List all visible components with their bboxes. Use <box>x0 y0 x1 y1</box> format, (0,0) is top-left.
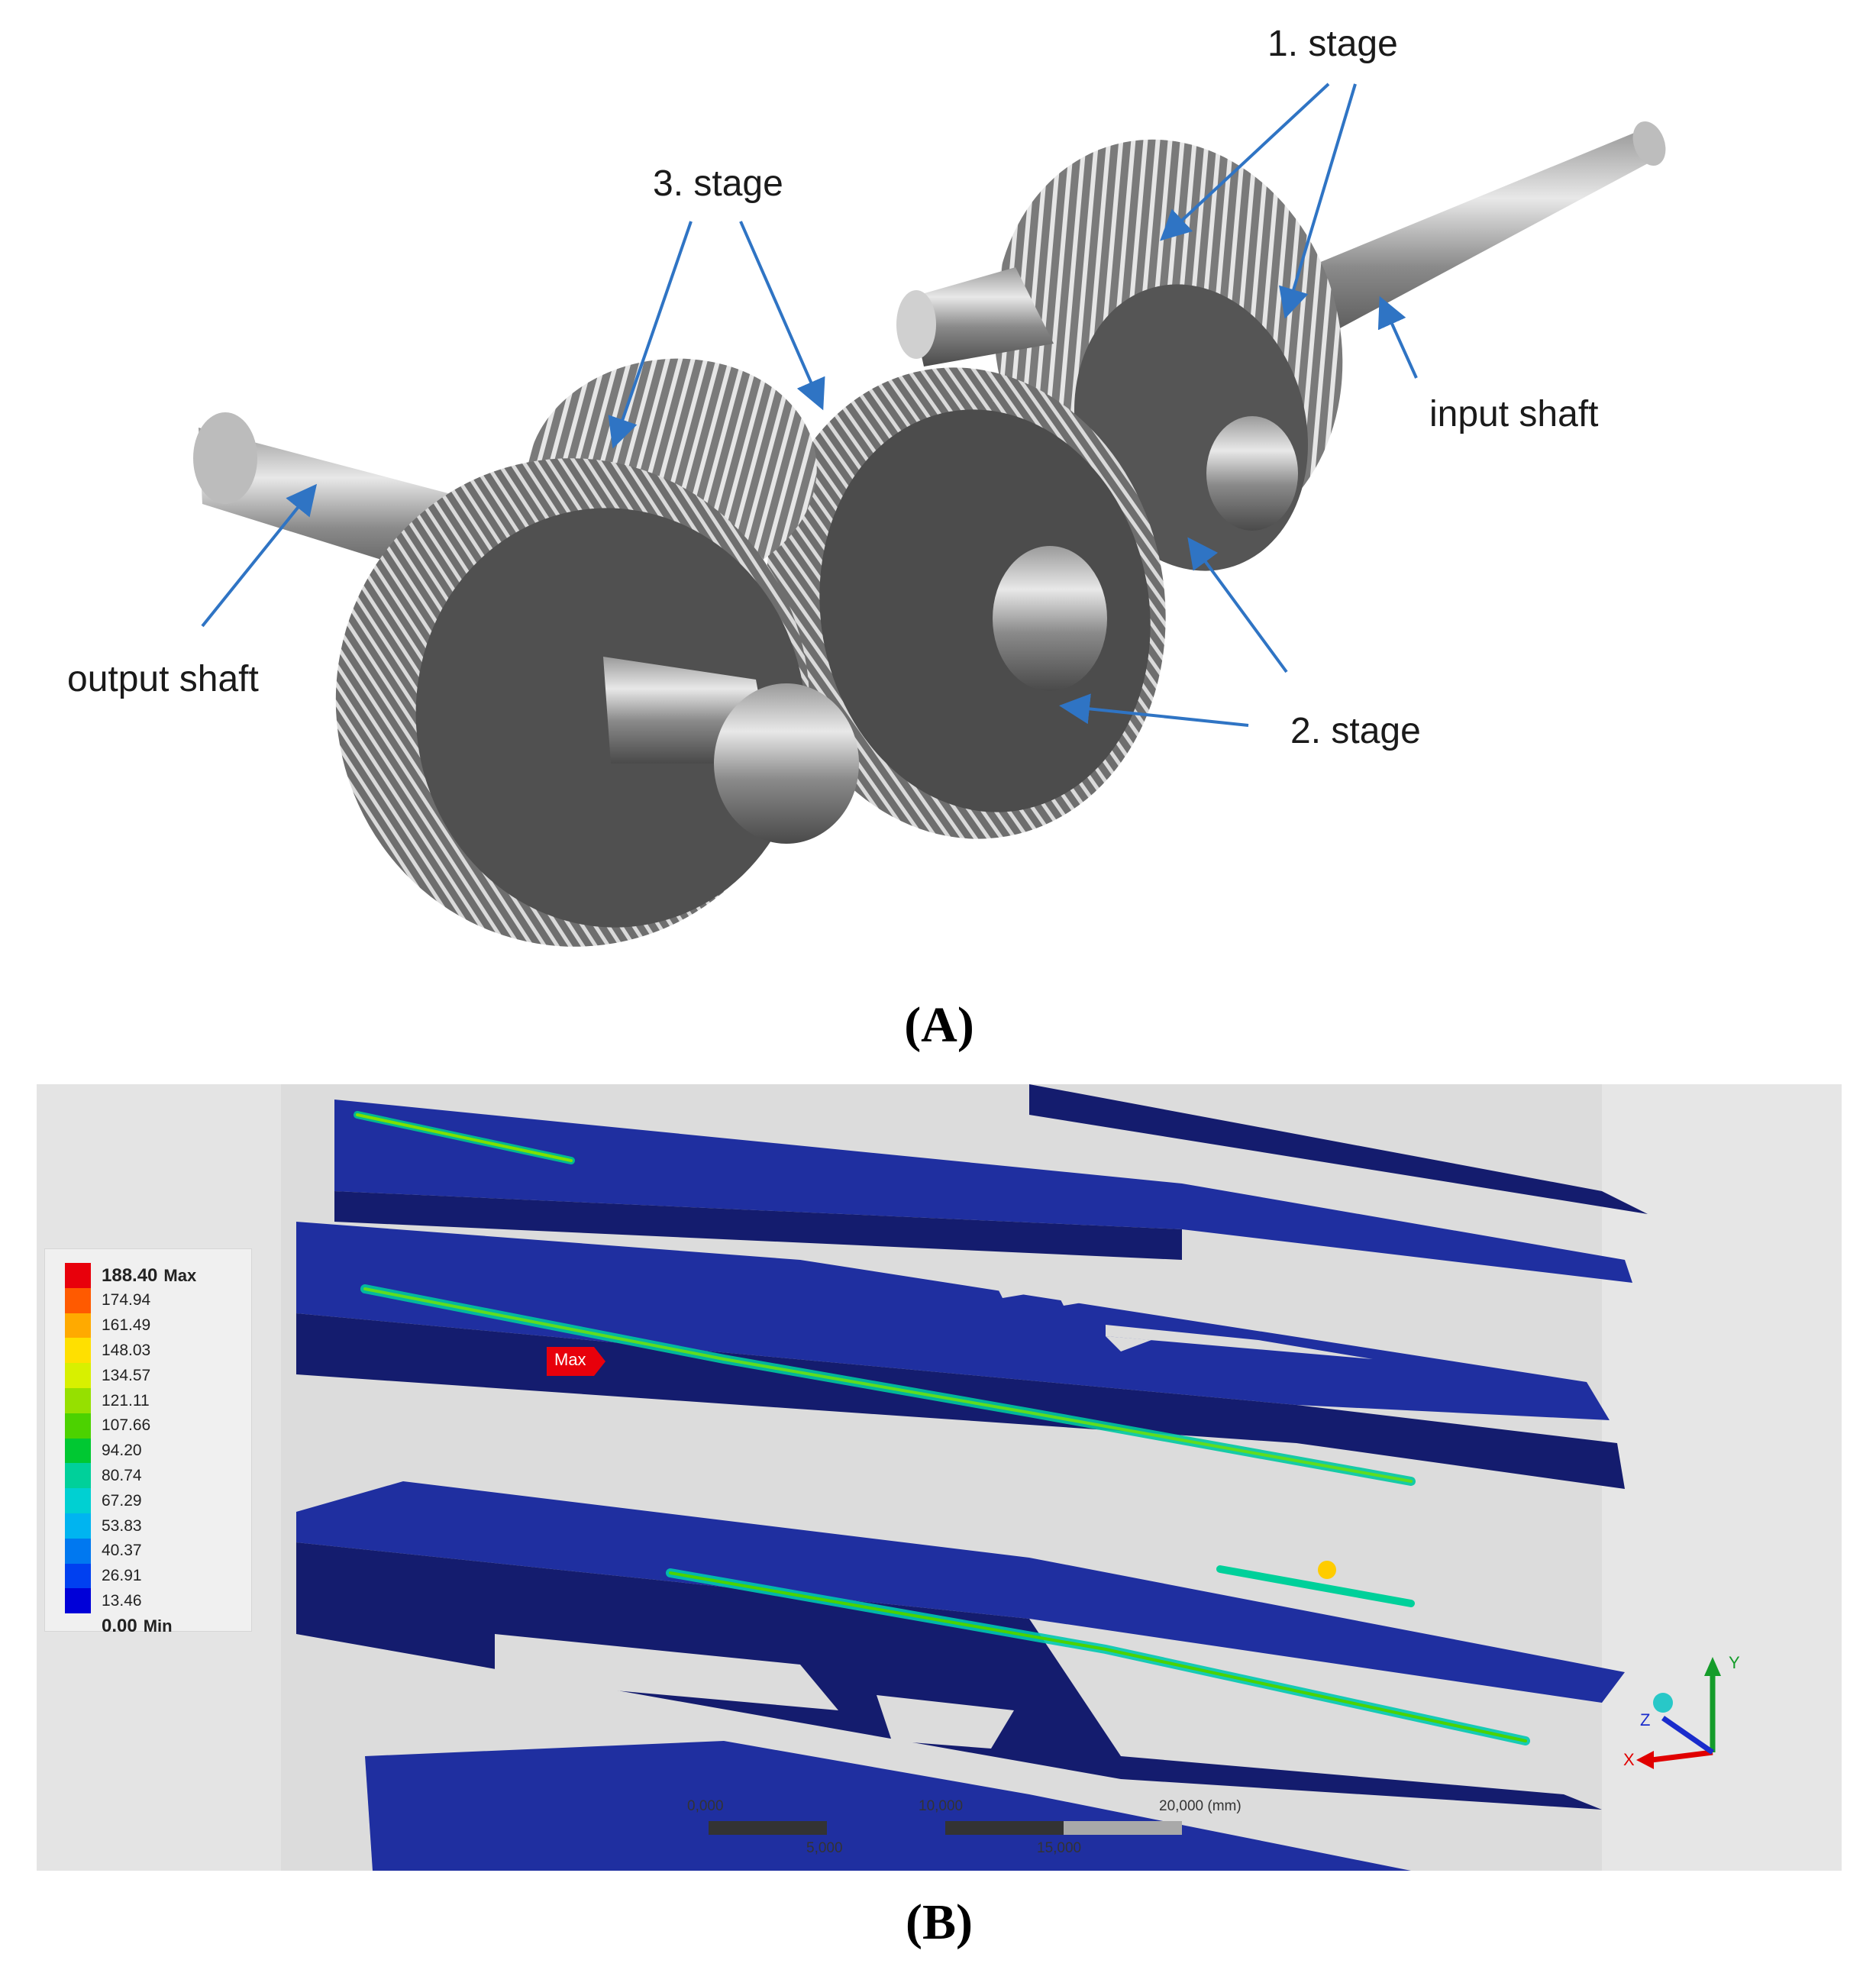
scale-label-10000: 10,000 <box>919 1798 964 1814</box>
legend-swatch <box>65 1338 91 1364</box>
legend-row: 80.74 <box>65 1463 142 1489</box>
legend-row: 40.37 <box>65 1538 142 1564</box>
arrow-input-shaft <box>1377 295 1418 379</box>
legend-value: 107.66 <box>102 1416 151 1435</box>
label-stage2: 2. stage <box>1290 711 1421 751</box>
arrow-stage2-b <box>1059 693 1249 727</box>
legend-swatch <box>65 1613 91 1639</box>
max-marker-flag <box>547 1347 605 1376</box>
triad-label-x: X <box>1623 1750 1635 1769</box>
legend-swatch <box>65 1463 91 1489</box>
legend-value: 148.03 <box>102 1341 151 1359</box>
legend-row: 148.03 <box>65 1338 151 1364</box>
scale-label-15000: 15,000 <box>1037 1840 1082 1856</box>
scale-bar <box>709 1821 1182 1835</box>
arrow-stage2-a <box>1187 537 1288 673</box>
legend-value: 174.94 <box>102 1291 151 1309</box>
legend-swatch <box>65 1287 91 1313</box>
legend-value: 26.91 <box>102 1567 142 1585</box>
coordinate-triad <box>1636 1657 1721 1769</box>
legend-swatch <box>65 1363 91 1389</box>
label-stage3: 3. stage <box>653 163 783 204</box>
legend-swatch <box>65 1538 91 1564</box>
legend-row: 0.00 Min <box>65 1613 173 1639</box>
scale-label-20000: 20,000 (mm) <box>1159 1798 1242 1814</box>
arrow-stage3-a <box>608 221 693 449</box>
legend-swatch <box>65 1413 91 1439</box>
legend-value: 40.37 <box>102 1542 142 1560</box>
legend-value: 188.40 <box>102 1264 158 1286</box>
legend-swatch <box>65 1438 91 1464</box>
max-marker-label: Max <box>554 1350 586 1369</box>
panel-a-gear-assembly: 1. stage 3. stage input shaft output sha… <box>0 0 1876 1053</box>
legend-row: 161.49 <box>65 1313 150 1339</box>
surface-cutouts <box>495 1287 1373 1749</box>
scale-label-5000: 5,000 <box>806 1840 843 1856</box>
legend-row: 94.20 <box>65 1438 142 1464</box>
legend-row: 26.91 <box>65 1563 142 1589</box>
stress-bands <box>354 1111 1530 1745</box>
intermediate-shaft <box>896 267 1054 367</box>
legend-value: 161.49 <box>102 1316 151 1335</box>
legend-swatch <box>65 1513 91 1539</box>
legend-row: 174.94 <box>65 1287 151 1313</box>
legend-value: 94.20 <box>102 1442 142 1460</box>
scale-label-0: 0,000 <box>687 1798 724 1814</box>
arrow-stage1-a <box>1160 82 1330 241</box>
legend-max-suffix: Max <box>163 1265 197 1285</box>
legend-swatch <box>65 1313 91 1339</box>
legend-swatch <box>65 1388 91 1413</box>
tooth-surface-4 <box>365 1741 1411 1871</box>
callout-arrows <box>201 82 1418 727</box>
legend-value: 80.74 <box>102 1466 142 1484</box>
arrow-stage1-b <box>1279 83 1357 319</box>
tooth-surface-3 <box>296 1481 1625 1810</box>
fea-contour-view <box>37 1084 1842 1871</box>
triad-label-z: Z <box>1640 1710 1651 1729</box>
legend-row: 13.46 <box>65 1588 142 1614</box>
label-output-shaft: output shaft <box>67 659 259 699</box>
legend-swatch <box>65 1488 91 1514</box>
panel-b-label: (B) <box>906 1894 973 1950</box>
tooth-surface-1 <box>334 1084 1648 1283</box>
legend-value: 134.57 <box>102 1366 151 1384</box>
legend-row: 53.83 <box>65 1513 142 1539</box>
legend-swatch <box>65 1263 91 1288</box>
legend-value: 13.46 <box>102 1591 142 1610</box>
legend-row: 67.29 <box>65 1488 142 1514</box>
stage3-gear <box>335 458 859 947</box>
arrow-stage3-b <box>739 221 825 411</box>
triad-label-y: Y <box>1729 1653 1740 1672</box>
legend-swatch <box>65 1563 91 1589</box>
legend-row: 134.57 <box>65 1363 151 1389</box>
legend-value: 0.00 <box>102 1615 137 1636</box>
label-input-shaft: input shaft <box>1429 394 1599 434</box>
panel-a-label: (A) <box>904 997 974 1053</box>
label-stage1: 1. stage <box>1267 24 1398 64</box>
legend-swatch <box>65 1588 91 1614</box>
legend-row: 121.11 <box>65 1388 150 1413</box>
legend-value: 121.11 <box>102 1391 150 1410</box>
gearbox-illustration <box>193 82 1666 947</box>
legend-value: 67.29 <box>102 1491 142 1510</box>
legend-row: 107.66 <box>65 1413 150 1439</box>
legend-value: 53.83 <box>102 1516 142 1535</box>
arrow-output-shaft <box>201 483 318 628</box>
input-shaft <box>1252 121 1666 359</box>
legend-min-suffix: Min <box>143 1616 173 1636</box>
